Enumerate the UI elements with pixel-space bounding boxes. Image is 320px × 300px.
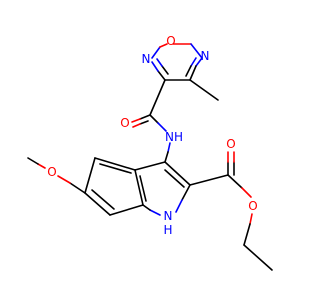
bond-c2-n1-n [175,199,183,213]
bond-c3a-c7a-inner [139,175,147,202]
bond-amide-co-2-o [132,123,141,128]
bond-c7-c6 [84,192,111,216]
bond-c6-ome-o [57,175,71,184]
bond-amide-co-2 [139,120,149,125]
bond-c2-ester-c [189,174,229,186]
bond-c4-n5-inner-n [156,58,163,67]
bond-n1-c7a-b [142,204,151,211]
bond-amide-co [139,114,151,120]
bond-amide-co-o [131,118,141,123]
ester-group [189,151,273,271]
bond-ome-me [27,157,39,165]
bond-ester-c-o-o [241,187,252,198]
atom-indole-h: H [163,223,172,237]
atom-ring-o: O [166,34,175,48]
indole-benzene-ring [84,157,147,216]
bond-o-ch2 [243,223,251,246]
bond-c5-c4-inner [99,163,132,174]
bond-n2-c3 [195,57,203,67]
bond-c6-ome [69,182,86,194]
molecule-diagram: O N N O NH O N H O O [27,34,273,271]
atom-ring-n-left: N [142,52,151,66]
bond-ome-me-o [37,163,46,169]
bond-amide-cn [149,114,159,124]
indole-pyrrole-ring [134,161,191,216]
bond-c5-c4 [94,157,136,171]
bond-n2-c3-b [189,65,197,81]
methoxy-group [27,157,86,194]
atom-amide-o: O [120,116,129,130]
bond-c7-c6-inner [91,189,115,210]
amide-group [131,79,171,163]
bond-o-ch2-o [249,213,253,225]
oxadiazole-ring [151,43,219,101]
bond-c4-carbonyl [149,79,166,116]
bond-n2-c3-inner-b [185,65,192,77]
bond-n2-c3-inner [190,57,197,67]
bond-c2-n1 [181,184,191,201]
structure-canvas: O N N O NH O N H O O [27,34,273,271]
bond-n5-o1 [151,46,161,59]
bond-c4-n5-n [151,61,159,72]
atom-indole-n: N [164,209,173,223]
atom-ring-n-right: N [201,49,210,63]
atom-methoxy-o: O [47,165,56,179]
atom-amide-nh: NH [165,130,183,144]
bond-n1-c7a [149,209,161,216]
bond-amide-cn-n [157,122,167,132]
bond-c4-n5 [157,70,166,81]
bond-nh-c3-b [164,151,169,163]
bond-c4-n5-inner [161,65,169,75]
atom-labels: O N N O NH O N H O O [47,34,257,237]
bond-c7a-c7 [109,204,144,216]
bond-ester-c-o [227,174,243,189]
atom-ester-ether-o: O [248,199,257,213]
bond-nh-c3 [167,142,171,153]
atom-ester-carbonyl-o: O [226,137,235,151]
bond-methyl [189,79,219,101]
bond-c3-c2-inner [164,169,185,188]
bond-c3a-c7a [134,169,144,206]
bond-c6-c5 [84,157,96,194]
bond-n5-o1-o [159,43,168,48]
bond-o1-n2-n [190,43,203,59]
bond-c3-c2 [164,161,191,186]
bond-c3-c3a [134,161,166,171]
bond-ch2-ch3 [243,244,273,271]
